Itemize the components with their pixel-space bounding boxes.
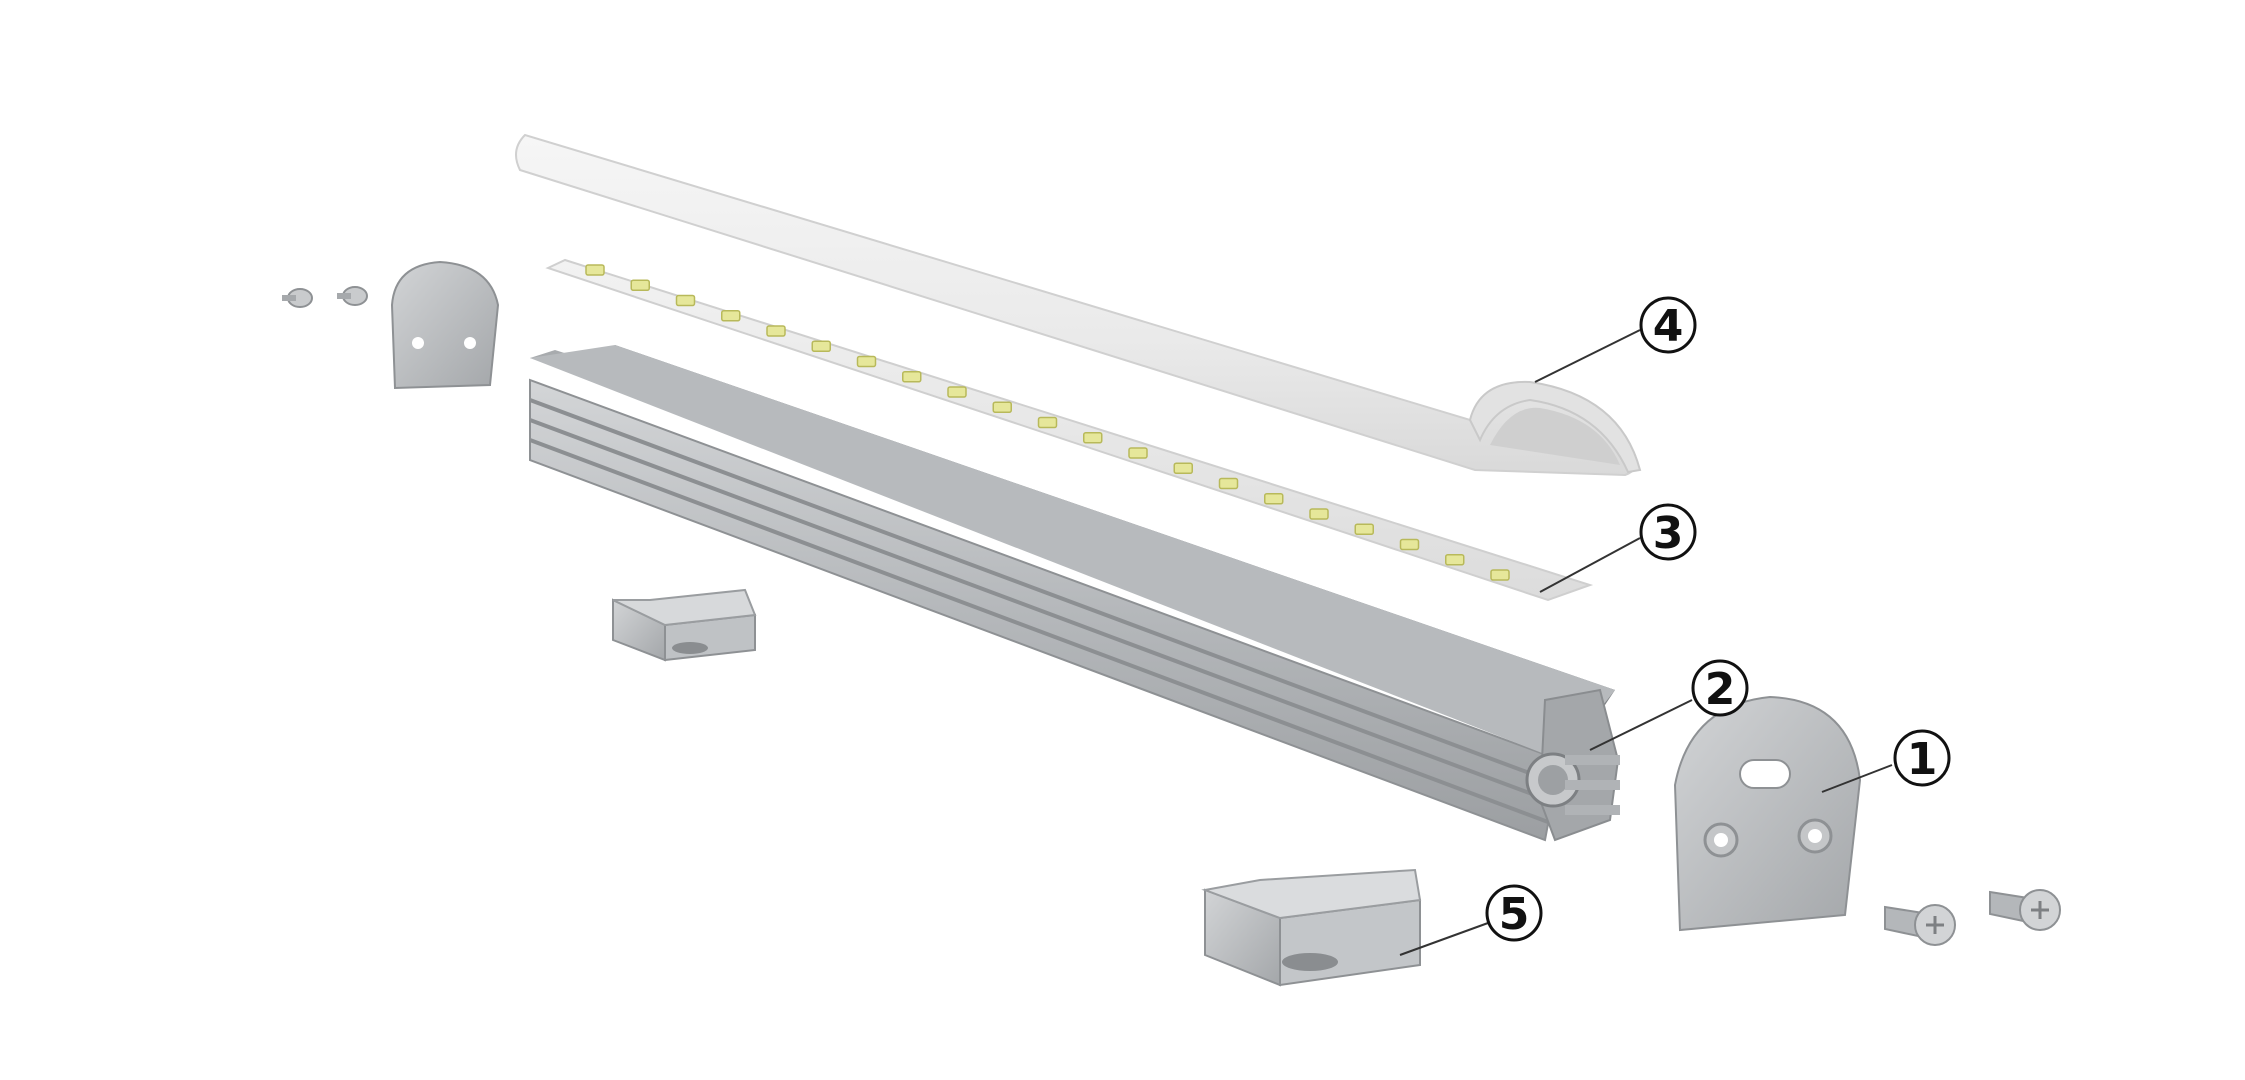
led-chip <box>721 310 741 322</box>
led-chip <box>766 325 786 337</box>
led-chip <box>1399 538 1420 551</box>
led-chip <box>1083 432 1103 444</box>
callout-label-2: 2 <box>1705 664 1736 715</box>
callout-5: 5 <box>1485 884 1543 942</box>
leader-line-4 <box>1534 329 1641 383</box>
callout-4: 4 <box>1639 296 1697 354</box>
leader-line-5 <box>1399 922 1489 956</box>
aluminium-profile <box>529 345 1620 842</box>
led-chip <box>947 386 967 398</box>
led-chip <box>902 371 922 383</box>
led-chip <box>811 340 831 352</box>
led-chip <box>1309 508 1329 520</box>
led-chip <box>1173 462 1193 474</box>
screws <box>1884 889 2061 946</box>
led-chips <box>585 264 1510 581</box>
end-cap-with-mounting-holes <box>1673 695 1862 932</box>
led-chip <box>992 401 1012 413</box>
callout-1: 1 <box>1893 729 1951 787</box>
leader-lines <box>1399 329 1893 956</box>
led-chip <box>1264 493 1284 505</box>
end-cap-small <box>390 260 500 390</box>
callout-label-3: 3 <box>1653 508 1684 559</box>
screws-small <box>282 286 368 308</box>
led-chip <box>1490 569 1510 581</box>
led-chip <box>675 294 696 307</box>
led-chip <box>1354 523 1374 535</box>
leader-line-3 <box>1539 537 1641 593</box>
led-chip <box>1128 447 1148 459</box>
callout-2: 2 <box>1691 659 1749 717</box>
led-chip <box>1218 477 1239 490</box>
led-chip <box>856 355 877 368</box>
mounting-clip <box>1201 868 1422 987</box>
leader-line-1 <box>1821 764 1893 793</box>
mounting-clip-small <box>612 588 757 662</box>
callout-3: 3 <box>1639 503 1697 561</box>
led-chip <box>630 279 650 291</box>
callout-label-5: 5 <box>1499 889 1530 940</box>
leader-line-2 <box>1589 699 1693 751</box>
callout-label-4: 4 <box>1653 301 1684 352</box>
callout-label-1: 1 <box>1907 734 1938 785</box>
led-chip <box>1445 554 1465 566</box>
led-strip <box>545 258 1594 602</box>
led-chip <box>585 264 605 276</box>
diffuser-cover <box>515 133 1642 477</box>
led-chip <box>1037 416 1058 429</box>
